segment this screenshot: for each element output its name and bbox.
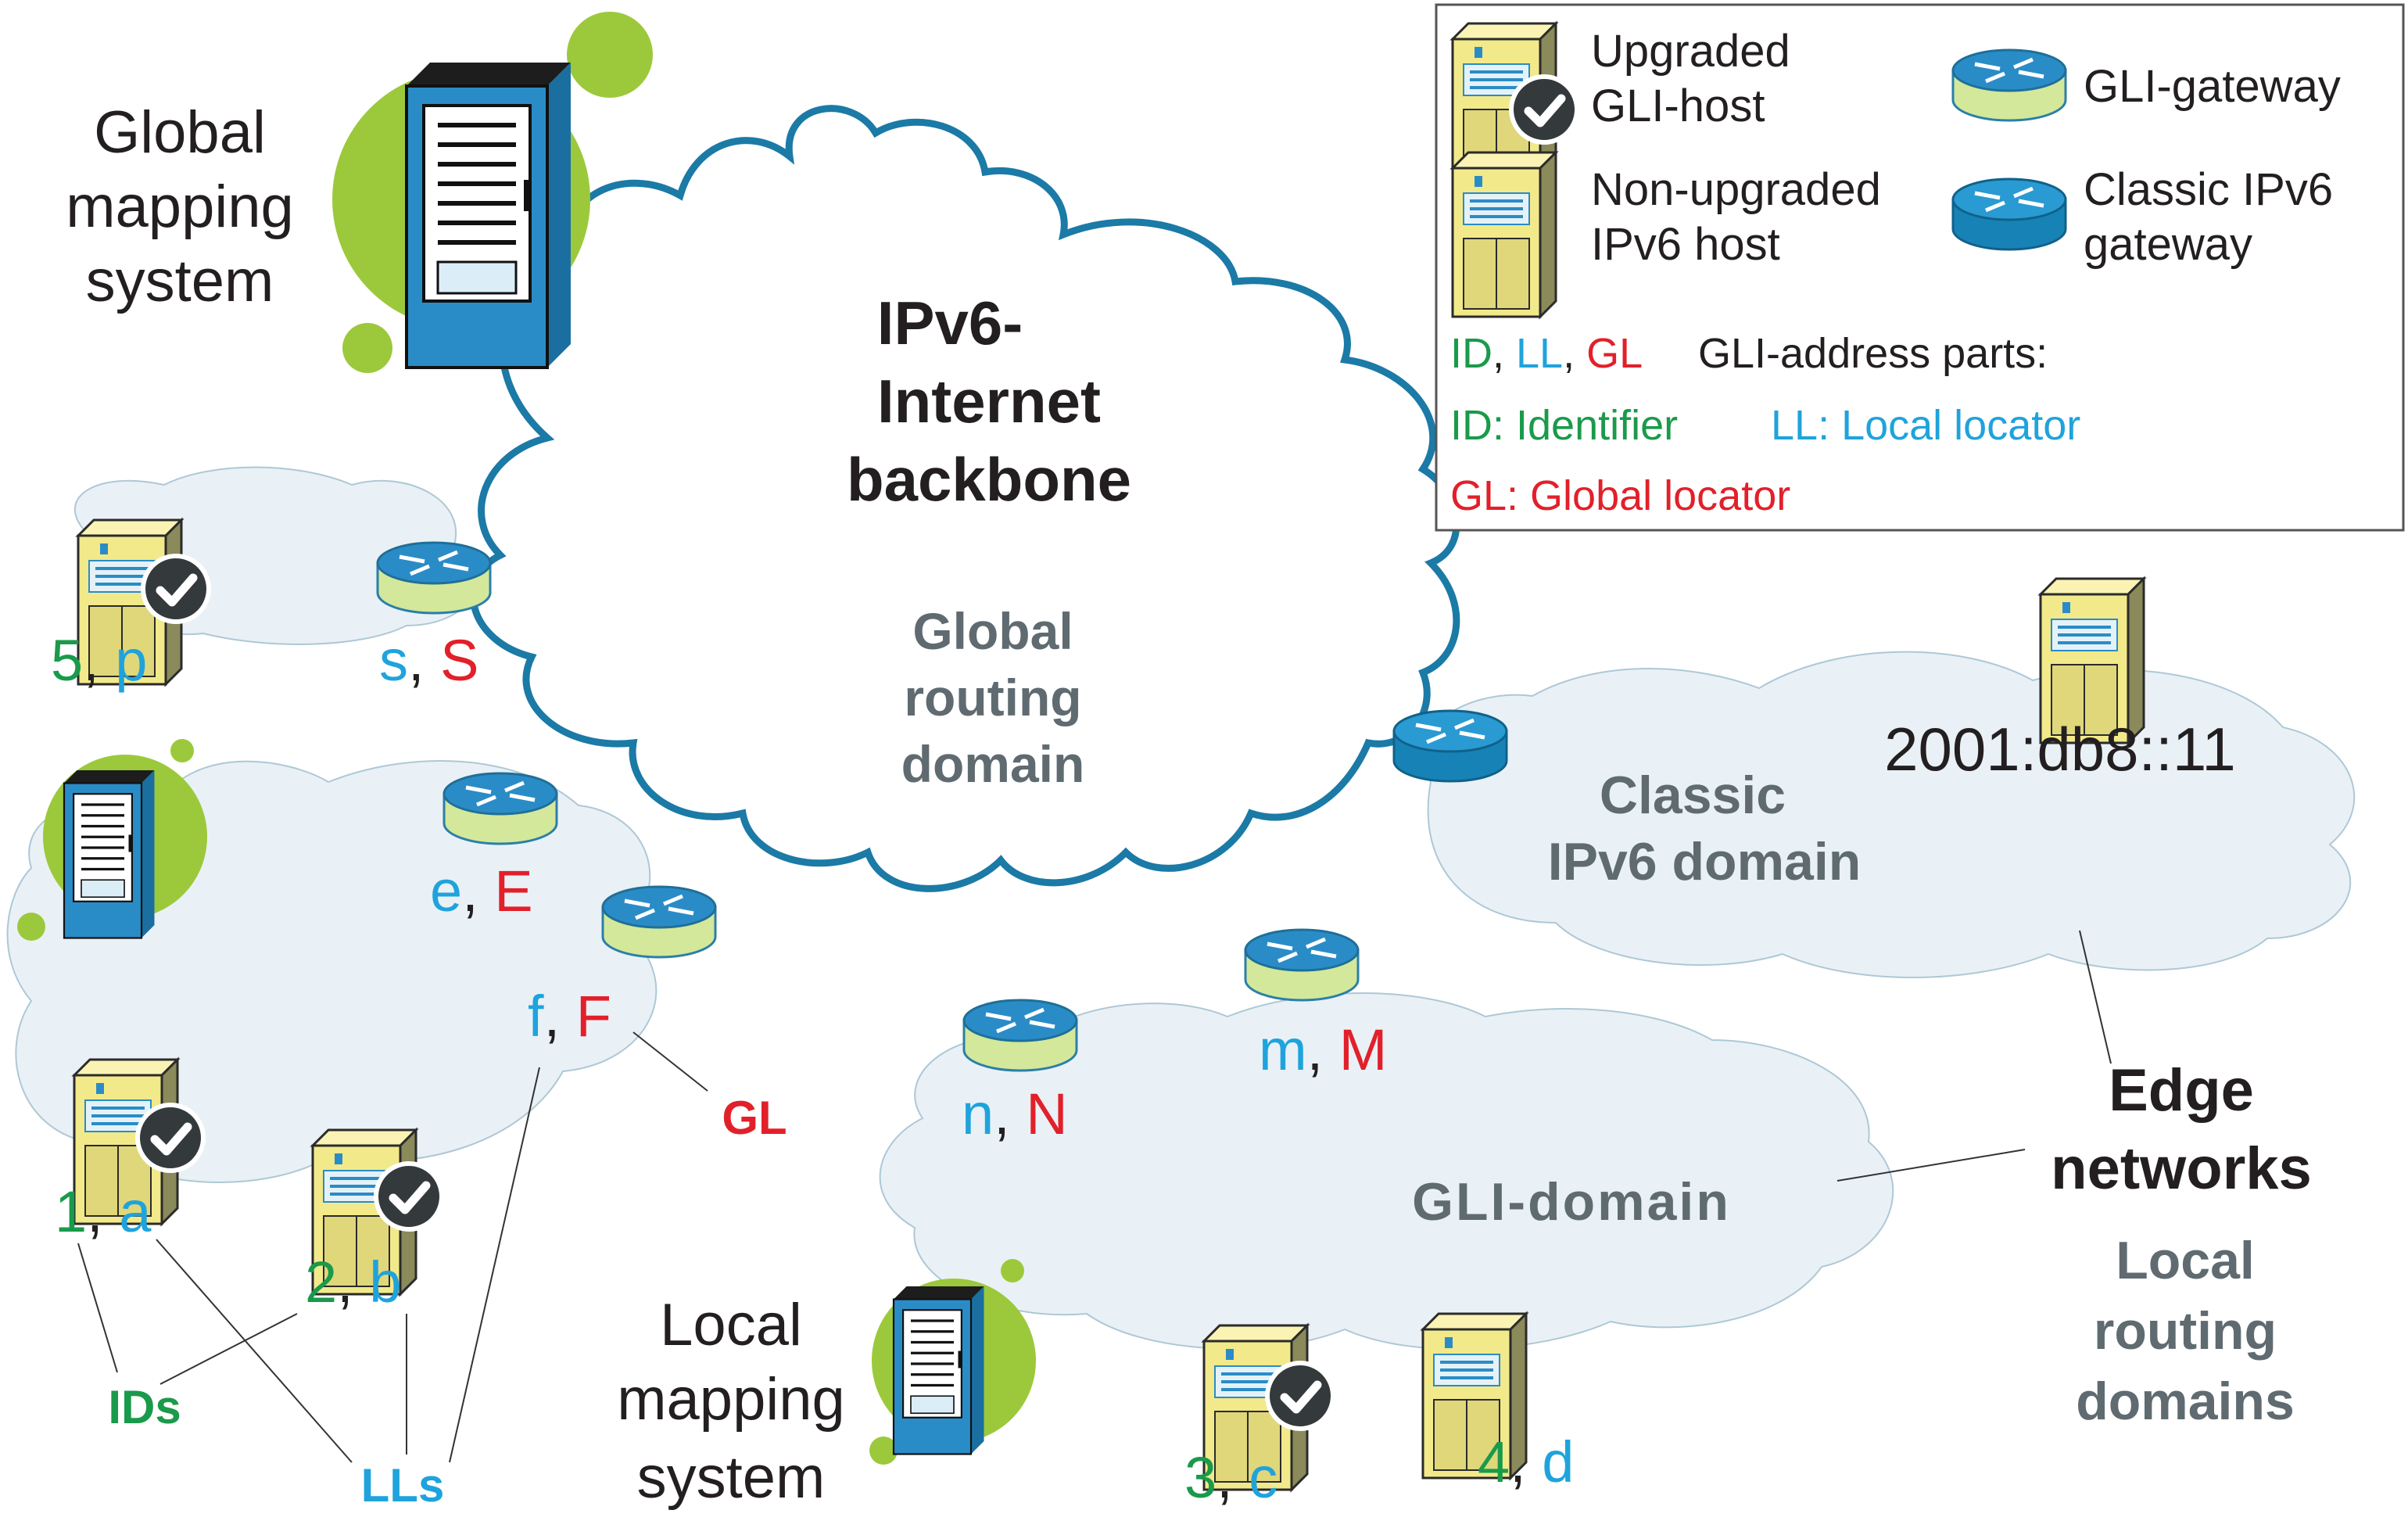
legend-nonupgraded-line2: IPv6 host	[1591, 219, 1780, 270]
classic-domain-line2: IPv6 domain	[1548, 832, 1862, 891]
legend-gl-def: GL: Global locator	[1450, 472, 1790, 519]
global-mapping-line3: system	[86, 248, 274, 314]
edge-sub1: Local	[2116, 1231, 2255, 1290]
edge-line2: networks	[2051, 1135, 2312, 1202]
backbone-cloud	[469, 105, 1460, 892]
legend-ll-def: LL: Local locator	[1771, 402, 2080, 449]
left-mapping-server-icon	[63, 769, 156, 940]
host-4-label: 4, d	[1478, 1429, 1574, 1494]
gateway-m-icon	[1245, 930, 1358, 1000]
cloud-classic	[1422, 651, 2356, 978]
backbone-sub-line3: domain	[901, 735, 1085, 793]
host-1-check-icon	[138, 1105, 203, 1171]
global-mapping-server-icon	[407, 63, 571, 368]
gateway-n-icon	[964, 1000, 1077, 1071]
gl-callout: GL	[722, 1092, 787, 1144]
host-3-check-icon	[1267, 1363, 1333, 1429]
gateway-f-label: f, F	[528, 984, 611, 1049]
gateway-s-icon	[378, 543, 490, 613]
legend-upgraded-line1: Upgraded	[1591, 26, 1790, 77]
legend-parts-gl: GL	[1586, 330, 1643, 377]
backbone-sub-line2: routing	[904, 669, 1081, 726]
classic-gateway-icon	[1394, 711, 1507, 781]
host-2-label: 2, b	[305, 1250, 401, 1315]
gateway-m-label: m, M	[1259, 1017, 1387, 1082]
ids-callout: IDs	[108, 1381, 181, 1433]
backbone-sub-line1: Global	[912, 602, 1073, 660]
backbone-title-line3: backbone	[847, 445, 1131, 514]
backbone-title-line2: Internet	[877, 367, 1101, 436]
local-mapping-line3: system	[637, 1444, 826, 1511]
legend-nonupgraded-line1: Non-upgraded	[1591, 164, 1881, 215]
gateway-e-icon	[444, 773, 557, 844]
legend-parts-label: GLI-address parts:	[1698, 330, 2048, 377]
legend-gli-gateway-icon	[1953, 50, 2066, 120]
gli-domain-label: GLI-domain	[1412, 1172, 1731, 1232]
classic-address: 2001:db8::11	[1884, 715, 2236, 784]
legend-parts-ll: LL	[1516, 330, 1563, 377]
classic-domain-line1: Classic	[1600, 766, 1786, 825]
host-1-label: 1, a	[55, 1179, 152, 1244]
local-mapping-server-icon	[892, 1285, 986, 1456]
edge-sub3: domains	[2076, 1372, 2295, 1431]
edge-sub2: routing	[2094, 1301, 2277, 1361]
legend-parts-line: ID, LL, GL	[1450, 330, 1643, 377]
legend-classic-line2: gateway	[2084, 219, 2252, 270]
cloud-gli	[879, 992, 1894, 1350]
edge-line1: Edge	[2109, 1057, 2254, 1124]
global-mapping-line2: mapping	[66, 174, 294, 240]
host-5-label: 5, p	[51, 628, 147, 693]
local-mapping-line2: mapping	[617, 1366, 845, 1433]
gateway-f-icon	[603, 887, 715, 957]
legend-upgraded-line2: GLI-host	[1591, 81, 1765, 131]
callout-lines	[77, 930, 2112, 1463]
gateway-s-label: s, S	[379, 628, 478, 693]
legend-box	[1435, 3, 2405, 532]
gateway-e-label: e, E	[430, 859, 533, 924]
lls-callout: LLs	[361, 1459, 445, 1512]
legend-classic-gateway-icon	[1953, 179, 2066, 249]
host-3-label: 3, c	[1184, 1445, 1277, 1510]
backbone-title-line1: IPv6-	[877, 289, 1023, 357]
legend-parts-id: ID	[1450, 330, 1492, 377]
local-mapping-line1: Local	[660, 1292, 802, 1358]
legend-id-def: ID: Identifier	[1450, 402, 1678, 449]
global-mapping-line1: Global	[94, 99, 266, 166]
gateway-n-label: n, N	[962, 1081, 1068, 1146]
legend-gli-gateway-label: GLI-gateway	[2084, 61, 2341, 112]
legend-classic-line1: Classic IPv6	[2084, 164, 2333, 215]
legend-nonupgraded-host-icon	[1451, 151, 1557, 318]
host-5-check-icon	[143, 556, 209, 622]
host-2-check-icon	[376, 1164, 442, 1229]
legend-check-icon	[1511, 77, 1577, 142]
